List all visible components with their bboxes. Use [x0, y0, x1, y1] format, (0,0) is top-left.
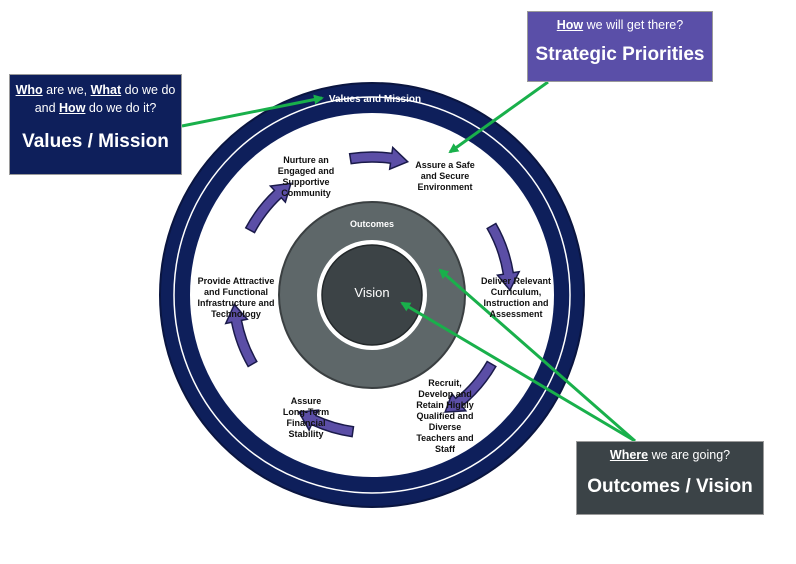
- cycle-arrow-6: [244, 182, 292, 234]
- connector-strategy-arrow: [448, 80, 549, 154]
- connector-values-arrow: [181, 94, 324, 128]
- strategic-priorities-callout: How we will get there? Strategic Priorit…: [527, 11, 713, 82]
- q-who: Who: [15, 83, 43, 97]
- q-how-there-rest: we will get there?: [583, 18, 684, 32]
- connector-outcomes-arrow: [438, 268, 636, 443]
- q-who-rest: are we,: [42, 83, 91, 97]
- values-mission-callout: Who are we, What do we do and How do we …: [9, 74, 182, 175]
- priority-label-teachers-staff: Recruit, Develop and Retain Highly Quali…: [416, 378, 474, 454]
- cycle-arrow-2: [486, 222, 521, 292]
- connector-vision-arrow: [400, 301, 636, 443]
- outcomes-question: Where we are going?: [577, 446, 763, 464]
- thin-white-line: [173, 96, 571, 494]
- priority-label-financial: Assure Long-Term Financial Stability: [282, 396, 330, 439]
- cycle-arrow-1: [348, 145, 410, 171]
- cycle-arrow-5: [224, 303, 258, 368]
- outcomes-vision-title: Outcomes / Vision: [587, 476, 753, 497]
- values-question: Who are we, What do we do and How do we …: [10, 81, 181, 117]
- strategy-question: How we will get there?: [528, 16, 712, 34]
- outcomes-ring-label: Outcomes: [349, 219, 394, 229]
- priority-label-curriculum: Deliver Relevant Curriculum, Instruction…: [480, 276, 552, 319]
- values-mission-title: Values / Mission: [22, 131, 169, 152]
- cycle-arrow-3: [444, 360, 497, 413]
- values-mission-ring-label: Values and Mission: [328, 94, 422, 105]
- priority-label-safe-environment: Assure a Safe and Secure Environment: [415, 160, 475, 192]
- q-how-rest: do we do it?: [85, 101, 157, 115]
- vision-label: Vision: [354, 285, 390, 300]
- outcomes-vision-callout: Where we are going? Outcomes / Vision: [576, 441, 764, 515]
- q-where: Where: [609, 448, 649, 462]
- priority-label-infrastructure: Provide Attractive and Functional Infras…: [197, 276, 275, 319]
- priority-label-community: Nurture an Engaged and Supportive Commun…: [277, 155, 335, 198]
- strategic-priorities-title: Strategic Priorities: [535, 44, 705, 65]
- q-how-there: How: [556, 18, 584, 32]
- cycle-arrow-4: [297, 409, 355, 438]
- q-what: What: [90, 83, 122, 97]
- vision-core: [321, 244, 423, 346]
- q-how: How: [59, 101, 86, 115]
- q-what-rest: do we do and: [34, 83, 176, 115]
- q-where-rest: we are going?: [648, 448, 731, 462]
